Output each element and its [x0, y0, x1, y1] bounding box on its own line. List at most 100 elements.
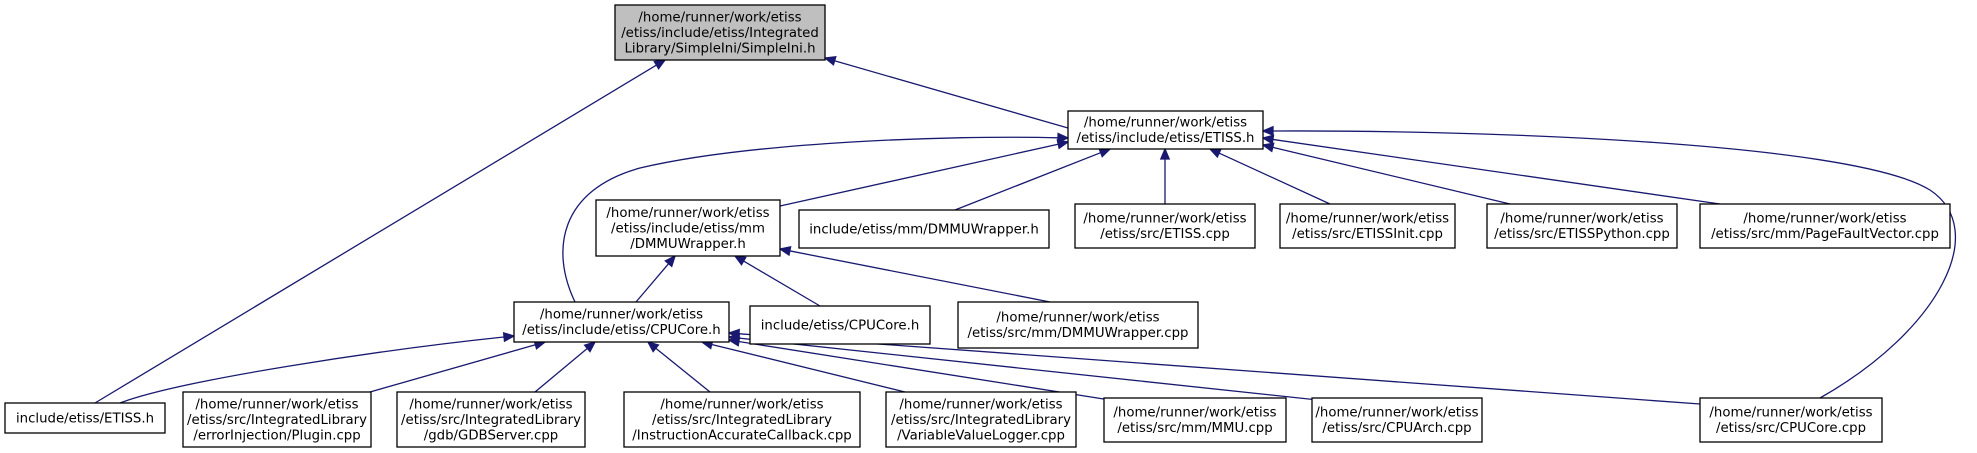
node-label-line: /home/runner/work/etiss — [1743, 212, 1906, 227]
arrowhead — [664, 254, 677, 268]
node-box — [4, 402, 166, 434]
arrowhead — [1057, 132, 1070, 143]
node-label-line: /etiss/src/IntegratedLibrary — [187, 413, 367, 428]
file-node-etisspython-cpp[interactable]: /home/runner/work/etiss/etiss/src/ETISSP… — [1486, 203, 1678, 249]
file-node-etiss-h-inc[interactable]: include/etiss/ETISS.h — [4, 402, 166, 434]
node-box — [623, 391, 861, 448]
node-label-line: /home/runner/work/etiss — [996, 311, 1159, 326]
node-box — [1067, 110, 1264, 150]
node-box — [749, 305, 931, 345]
edge-pagefaultvector_cpp-to-etiss_h_full — [1261, 134, 1721, 205]
edge-dmmuwrapper_h_full-to-etiss_h_full — [779, 139, 1070, 207]
file-node-simpleini[interactable]: /home/runner/work/etiss/etiss/include/et… — [614, 4, 826, 61]
node-box — [1103, 397, 1287, 443]
node-label-line: /VariableValueLogger.cpp — [897, 428, 1065, 443]
edge-etiss_h_full-to-simpleini — [823, 55, 1069, 129]
edge-line — [369, 343, 537, 393]
file-node-pagefaultvector-cpp[interactable]: /home/runner/work/etiss/etiss/src/mm/Pag… — [1699, 203, 1951, 249]
edge-etiss_cpp-to-etiss_h_full — [1159, 147, 1171, 204]
edge-line — [742, 260, 821, 307]
node-box — [396, 391, 586, 448]
node-label-line: /etiss/src/ETISSInit.cpp — [1292, 227, 1443, 242]
node-label-line: include/etiss/mm/DMMUWrapper.h — [809, 222, 1039, 237]
file-nodes: /home/runner/work/etiss/etiss/include/et… — [4, 4, 1951, 448]
node-box — [513, 301, 730, 343]
node-box — [614, 4, 826, 61]
node-label-line: /errorInjection/Plugin.cpp — [193, 428, 360, 443]
arrowhead — [733, 255, 747, 266]
node-label-line: /etiss/src/IntegratedLibrary — [401, 413, 581, 428]
edge-gdbserver_cpp-to-cpucore_h_full — [534, 340, 597, 393]
file-node-instr-cpp[interactable]: /home/runner/work/etiss/etiss/src/Integr… — [623, 391, 861, 448]
node-label-line: /DMMUWrapper.h — [630, 237, 746, 252]
node-label-line: /gdb/GDBServer.cpp — [424, 428, 559, 443]
edge-etisspython_cpp-to-etiss_h_full — [1261, 142, 1511, 205]
edge-line — [737, 340, 1111, 401]
edge-line — [737, 337, 1319, 401]
node-box — [1699, 397, 1883, 443]
node-label-line: /etiss/src/mm/MMU.cpp — [1117, 421, 1272, 436]
node-label-line: /home/runner/work/etiss — [1500, 212, 1663, 227]
edge-cpucore_cpp-to-etiss_h_full — [1261, 125, 1957, 399]
node-label-line: /etiss/include/etiss/Integrated — [621, 26, 819, 41]
arrowhead — [1056, 139, 1070, 150]
dependency-edges — [94, 55, 1957, 405]
arrowhead — [583, 340, 597, 353]
arrowhead — [1261, 125, 1274, 137]
edge-cpucore_h_full-to-etiss_h_full — [562, 132, 1070, 303]
file-node-etiss-cpp[interactable]: /home/runner/work/etiss/etiss/src/ETISS.… — [1074, 203, 1256, 249]
node-label-line: include/etiss/ETISS.h — [16, 411, 154, 426]
edge-line — [737, 333, 1701, 405]
edge-line — [119, 336, 506, 404]
edge-line — [1271, 138, 1721, 205]
edge-line — [833, 59, 1069, 129]
edge-line — [1271, 146, 1511, 205]
edge-cpucore_h_full-to-dmmuwrapper_h_full — [635, 254, 677, 303]
arrowhead — [1261, 142, 1275, 153]
node-label-line: /home/runner/work/etiss — [1083, 212, 1246, 227]
file-node-mmu-cpp[interactable]: /home/runner/work/etiss/etiss/src/mm/MMU… — [1103, 397, 1287, 443]
node-label-line: Library/SimpleIni/SimpleIni.h — [625, 41, 816, 56]
edge-line — [1217, 152, 1331, 205]
edge-cpucore_h_inc-to-dmmuwrapper_h_full — [733, 255, 821, 307]
edge-plugin_cpp-to-cpucore_h_full — [369, 339, 547, 393]
node-label-line: include/etiss/CPUCore.h — [761, 318, 920, 333]
file-node-plugin-cpp[interactable]: /home/runner/work/etiss/etiss/src/Integr… — [182, 391, 372, 448]
file-node-gdbserver-cpp[interactable]: /home/runner/work/etiss/etiss/src/Integr… — [396, 391, 586, 448]
file-node-dmmuwrapper-cpp[interactable]: /home/runner/work/etiss/etiss/src/mm/DMM… — [957, 301, 1199, 349]
file-node-dmmuwrapper-h-inc[interactable]: include/etiss/mm/DMMUWrapper.h — [798, 209, 1050, 249]
edge-dmmuwrapper_cpp-to-dmmuwrapper_h_full — [778, 245, 1051, 303]
file-node-varlogger-cpp[interactable]: /home/runner/work/etiss/etiss/src/Integr… — [885, 391, 1077, 448]
node-label-line: /home/runner/work/etiss — [638, 10, 801, 25]
file-node-cpuarch-cpp[interactable]: /home/runner/work/etiss/etiss/src/CPUArc… — [1311, 397, 1483, 443]
node-label-line: /etiss/src/mm/DMMUWrapper.cpp — [968, 326, 1189, 341]
file-node-cpucore-h-inc[interactable]: include/etiss/CPUCore.h — [749, 305, 931, 345]
arrowhead — [646, 340, 660, 353]
node-label-line: /home/runner/work/etiss — [540, 308, 703, 323]
arrowhead — [1098, 148, 1112, 158]
edge-line — [94, 64, 658, 404]
file-node-etiss-h-full[interactable]: /home/runner/work/etiss/etiss/include/et… — [1067, 110, 1264, 150]
edge-line — [954, 151, 1102, 211]
edge-etiss_h_inc-to-simpleini — [94, 59, 667, 404]
file-node-dmmuwrapper-h-full[interactable]: /home/runner/work/etiss/etiss/include/et… — [595, 199, 781, 257]
file-node-cpucore-h-full[interactable]: /home/runner/work/etiss/etiss/include/et… — [513, 301, 730, 343]
node-label-line: /home/runner/work/etiss — [1084, 116, 1247, 131]
node-label-line: /etiss/src/ETISSPython.cpp — [1494, 227, 1670, 242]
node-label-line: /etiss/src/ETISS.cpp — [1100, 227, 1230, 242]
node-label-line: /home/runner/work/etiss — [606, 206, 769, 221]
edge-line — [788, 250, 1051, 303]
edge-line — [654, 347, 711, 393]
node-label-line: /etiss/src/mm/PageFaultVector.cpp — [1711, 227, 1939, 242]
node-label-line: /etiss/include/etiss/mm — [611, 221, 765, 236]
file-node-cpucore-cpp[interactable]: /home/runner/work/etiss/etiss/src/CPUCor… — [1699, 397, 1883, 443]
arrowhead — [1159, 147, 1171, 160]
arrowhead — [502, 331, 516, 343]
edge-line — [562, 136, 1060, 303]
file-node-etissinit-cpp[interactable]: /home/runner/work/etiss/etiss/src/ETISSI… — [1279, 203, 1456, 249]
node-label-line: /etiss/src/IntegratedLibrary — [891, 413, 1071, 428]
node-label-line: /home/runner/work/etiss — [899, 397, 1062, 412]
node-label-line: /etiss/src/CPUArch.cpp — [1322, 421, 1471, 436]
node-label-line: /home/runner/work/etiss — [1709, 406, 1872, 421]
edge-etiss_h_inc-to-cpucore_h_full — [119, 331, 516, 404]
